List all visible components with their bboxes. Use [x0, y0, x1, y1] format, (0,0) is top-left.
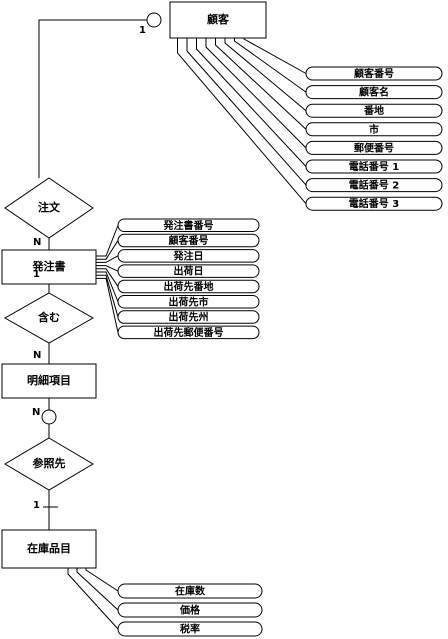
entity-line-item[interactable]: 明細項目: [1, 363, 97, 399]
customer-attr-connector: [243, 38, 307, 74]
stockitem-attribute-pill[interactable]: 価格: [117, 602, 263, 618]
cardinality-lineitem-references: N: [32, 407, 40, 418]
orderform-attribute-pill[interactable]: 顧客番号: [117, 233, 260, 248]
entity-stock-item-label: 在庫品目: [27, 541, 71, 555]
customer-attr-connector: [196, 38, 307, 167]
orderform-attribute-pill[interactable]: 発注日: [117, 249, 260, 263]
stockitem-attribute-pill-label: 税率: [180, 623, 200, 636]
orderform-attribute-pill-label: 顧客番号: [169, 234, 209, 247]
relationship-order-label: 注文: [38, 200, 61, 214]
cardinality-references-stockitem: 1: [33, 500, 40, 511]
orderform-attribute-pill-label: 発注書番号: [163, 219, 214, 232]
orderform-attribute-pill[interactable]: 出荷先州: [117, 310, 260, 324]
stockitem-attribute-pill[interactable]: 税率: [117, 621, 263, 637]
customer-attribute-pill-label: 市: [369, 123, 379, 136]
orderform-attribute-pill[interactable]: 発注書番号: [117, 218, 260, 232]
customer-attribute-pill[interactable]: 電話番号 2: [305, 178, 443, 193]
orderform-attribute-pill-label: 出荷先州: [169, 311, 209, 324]
orderform-attr-connector: [96, 277, 119, 333]
customer-attribute-pill-label: 電話番号 1: [349, 160, 399, 173]
orderform-attr-connector: [96, 240, 119, 260]
entity-customer-label: 顧客: [207, 12, 230, 26]
orderform-attribute-pill-label: 出荷先番地: [164, 280, 214, 293]
customer-attribute-pill[interactable]: 番地: [305, 103, 443, 118]
cardinality-customer-order: 1: [139, 25, 146, 36]
entity-order-form[interactable]: 発注書: [1, 249, 97, 285]
stockitem-attribute-pill-label: 価格: [179, 604, 201, 617]
orderform-attr-connector: [96, 265, 119, 272]
orderform-attr-connector: [96, 274, 119, 318]
customer-attribute-pill[interactable]: 郵便番号: [305, 140, 443, 155]
customer-attribute-pill[interactable]: 電話番号 1: [305, 159, 443, 174]
zero-optional-symbol-2: [41, 409, 57, 425]
zero-optional-symbol: [146, 12, 162, 28]
orderform-attribute-pill[interactable]: 出荷日: [117, 264, 260, 278]
relationship-contains-label: 含む: [37, 310, 60, 324]
customer-attribute-pill[interactable]: 顧客番号: [305, 66, 443, 81]
relationship-order[interactable]: 注文: [4, 177, 94, 239]
customer-attribute-pill[interactable]: 顧客名: [305, 85, 443, 100]
cardinality-order-orderform: N: [33, 237, 41, 248]
customer-attr-connector: [177, 38, 307, 205]
stockitem-attr-connector: [85, 568, 119, 592]
attribute-connectors: [67, 38, 307, 630]
customer-attribute-pill-label: 電話番号 2: [349, 179, 399, 192]
orderform-attr-connector: [96, 271, 119, 302]
entity-line-item-label: 明細項目: [27, 373, 71, 387]
customer-attribute-pill[interactable]: 市: [305, 122, 443, 137]
cardinality-contains-lineitem: N: [33, 350, 41, 361]
cardinality-orderform-contains: 1: [33, 269, 40, 280]
relationship-references-label: 参照先: [33, 456, 66, 470]
relationship-references[interactable]: 参照先: [4, 437, 94, 491]
entity-order-form-label: 発注書: [32, 259, 66, 273]
customer-attribute-pill[interactable]: 電話番号 3: [305, 196, 443, 211]
orderform-attr-connector: [96, 268, 119, 287]
customer-attr-connector: [215, 38, 307, 130]
stockitem-attr-connector: [67, 568, 119, 630]
relationship-contains[interactable]: 含む: [3, 292, 95, 344]
entity-customer[interactable]: 顧客: [169, 1, 267, 39]
orderform-attribute-pill-label: 出荷先市: [169, 295, 209, 308]
stockitem-attribute-pill[interactable]: 在庫数: [117, 583, 263, 599]
entity-stock-item[interactable]: 在庫品目: [1, 529, 97, 569]
orderform-attr-connector: [96, 225, 119, 257]
orderform-attribute-pill-label: 出荷先郵便番号: [154, 326, 224, 339]
customer-attr-connector: [234, 38, 307, 93]
orderform-attribute-pill-label: 出荷日: [174, 265, 204, 278]
orderform-attribute-pill[interactable]: 出荷先市: [117, 295, 260, 309]
customer-attribute-pill-label: 顧客番号: [354, 67, 394, 80]
customer-attribute-pill-label: 郵便番号: [354, 141, 394, 154]
orderform-attribute-pill[interactable]: 出荷先郵便番号: [117, 325, 260, 340]
customer-attr-connector: [224, 38, 307, 112]
customer-attr-connector: [186, 38, 307, 186]
stockitem-attr-connector: [76, 568, 119, 611]
customer-attribute-pill-label: 番地: [363, 104, 384, 117]
customer-attribute-pill-label: 顧客名: [359, 86, 389, 99]
customer-order-connector: [38, 19, 150, 178]
orderform-attr-connector: [96, 255, 119, 263]
customer-attr-connector: [205, 38, 307, 149]
orderform-attribute-pill-label: 発注日: [173, 249, 204, 262]
stockitem-attribute-pill-label: 在庫数: [175, 585, 206, 598]
customer-attribute-pill-label: 電話番号 3: [349, 197, 399, 210]
orderform-attribute-pill[interactable]: 出荷先番地: [117, 279, 260, 294]
